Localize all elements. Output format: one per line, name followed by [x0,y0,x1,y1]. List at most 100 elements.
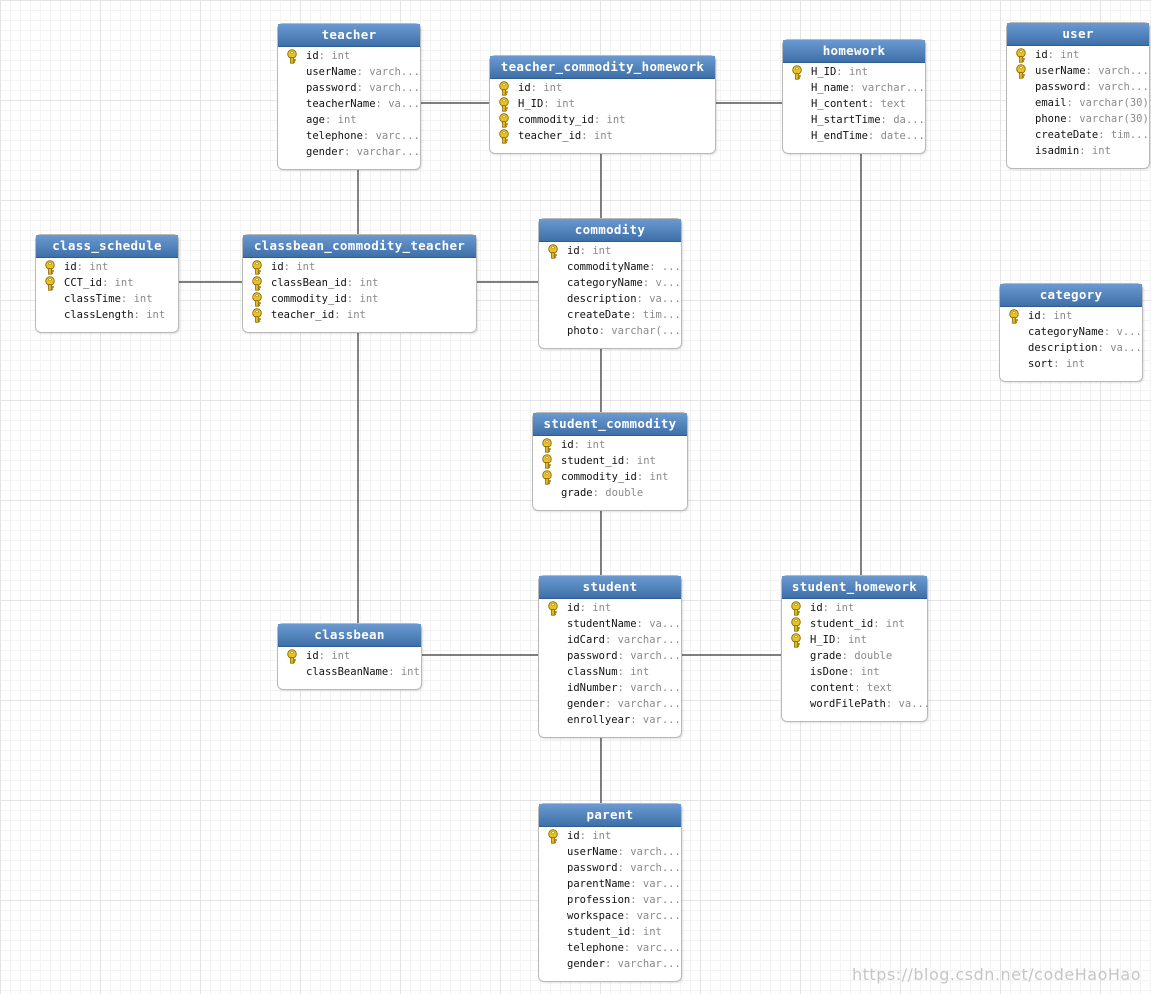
table-title[interactable]: teacher_commodity_homework [490,56,715,79]
field-row[interactable]: grade: double [540,485,681,501]
field-row[interactable]: id: int [250,259,470,275]
field-row[interactable]: commodityName: ... [546,259,681,275]
field-row[interactable]: H_ID: int [790,64,919,80]
field-row[interactable]: categoryName: v... [1007,324,1142,340]
field-row[interactable]: idCard: varchar... [546,632,681,648]
field-row[interactable]: id: int [497,80,709,96]
field-row[interactable]: description: va... [546,291,681,307]
field-row[interactable]: categoryName: v... [546,275,681,291]
field-row[interactable]: gender: varchar... [285,144,420,160]
field-row[interactable]: gender: varchar... [546,696,681,712]
field-row[interactable]: parentName: var... [546,876,681,892]
field-row[interactable]: password: varch... [285,80,420,96]
table-title[interactable]: student_homework [782,576,927,599]
table-title[interactable]: commodity [539,219,681,242]
table-title[interactable]: class_schedule [36,235,178,258]
field-row[interactable]: student_id: int [540,453,681,469]
field-row[interactable]: createDate: tim... [1014,127,1149,143]
table-title[interactable]: teacher [278,24,420,47]
field-row[interactable]: photo: varchar(... [546,323,681,339]
field-row[interactable]: userName: varch... [546,844,681,860]
table-title[interactable]: student [539,576,681,599]
field-separator: : [1097,342,1111,354]
field-row[interactable]: wordFilePath: va... [789,696,930,712]
field-row[interactable]: id: int [546,600,675,616]
field-row[interactable]: createDate: tim... [546,307,681,323]
table-title[interactable]: user [1007,23,1149,46]
field-row[interactable]: H_name: varchar... [790,80,925,96]
field-row[interactable]: isDone: int [789,664,921,680]
field-row[interactable]: id: int [43,259,172,275]
field-separator: : [1085,81,1099,93]
field-row[interactable]: isadmin: int [1014,143,1143,159]
field-row[interactable]: id: int [546,828,675,844]
field-row[interactable]: description: va... [1007,340,1142,356]
field-row[interactable]: teacherName: va... [285,96,420,112]
field-row[interactable]: profession: var... [546,892,681,908]
field-row[interactable]: email: varchar(30) [1014,95,1149,111]
field-row[interactable]: password: varch... [1014,79,1149,95]
table-title[interactable]: classbean [278,624,421,647]
field-row[interactable]: classLength: int [43,307,172,323]
field-row[interactable]: telephone: varc... [546,940,681,956]
field-row[interactable]: id: int [789,600,921,616]
field-row[interactable]: CCT_id: int [43,275,172,291]
field-row[interactable]: gender: varchar... [546,956,681,972]
table-title[interactable]: classbean_commodity_teacher [243,235,476,258]
field-row[interactable]: id: int [285,48,414,64]
field-row[interactable]: id: int [1007,308,1136,324]
table-title[interactable]: category [1000,284,1142,307]
field-row[interactable]: password: varch... [546,648,681,664]
field-row[interactable]: student_id: int [546,924,675,940]
field-row[interactable]: teacher_id: int [497,128,709,144]
field-row[interactable]: H_ID: int [789,632,921,648]
field-row[interactable]: content: text [789,680,921,696]
field-row[interactable]: age: int [285,112,414,128]
field-row[interactable]: classTime: int [43,291,172,307]
field-row[interactable]: password: varch... [546,860,681,876]
field-row[interactable]: workspace: varc... [546,908,681,924]
field-row[interactable]: enrollyear: var... [546,712,681,728]
table-title[interactable]: homework [783,40,925,63]
field-row[interactable]: commodity_id: int [497,112,709,128]
field-row[interactable]: telephone: varc... [285,128,420,144]
field-row[interactable]: idNumber: varch... [546,680,681,696]
field-row[interactable]: id: int [540,437,681,453]
field-separator: : [636,293,650,305]
field-row[interactable]: classBeanName: int [285,664,420,680]
field-row[interactable]: H_endTime: date... [790,128,925,144]
field-row[interactable]: phone: varchar(30) [1014,111,1149,127]
field-row[interactable]: student_id: int [789,616,921,632]
field-row[interactable]: commodity_id: int [250,291,470,307]
field-row[interactable]: grade: double [789,648,921,664]
field-row[interactable]: H_ID: int [497,96,709,112]
field-row[interactable]: H_content: text [790,96,919,112]
field-row[interactable]: classBean_id: int [250,275,470,291]
field-row[interactable]: id: int [1014,47,1143,63]
field-row[interactable]: id: int [285,648,415,664]
field-row[interactable]: id: int [546,243,675,259]
field-row[interactable]: userName: varch... [1014,63,1149,79]
field-row[interactable]: teacher_id: int [250,307,470,323]
field-row[interactable]: commodity_id: int [540,469,681,485]
table-title[interactable]: student_commodity [533,413,687,436]
field-row[interactable]: sort: int [1007,356,1136,372]
field-row[interactable]: classNum: int [546,664,675,680]
field-row[interactable]: studentName: va... [546,616,681,632]
field-row[interactable]: H_startTime: da... [790,112,925,128]
table-title[interactable]: parent [539,804,681,827]
field-row[interactable]: userName: varch... [285,64,420,80]
